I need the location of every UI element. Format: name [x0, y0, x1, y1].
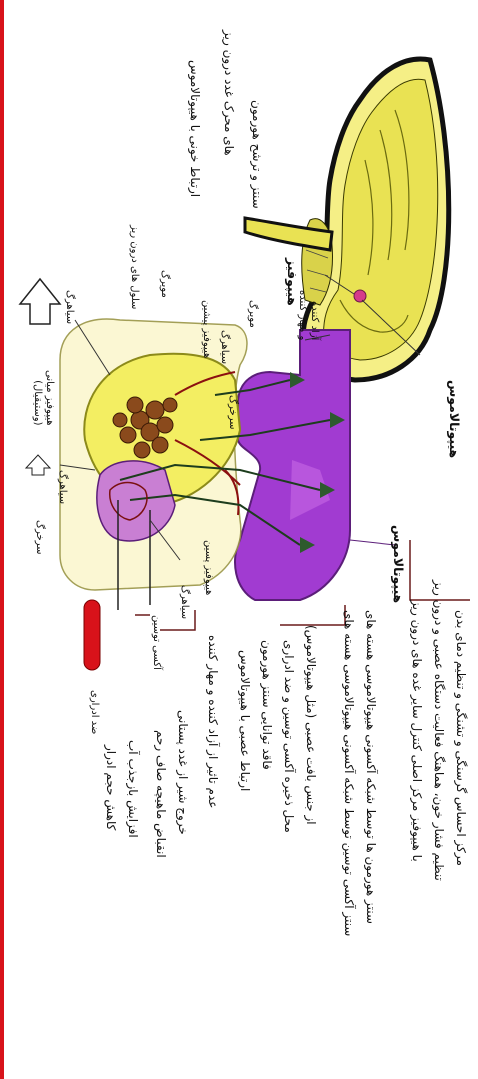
post-note-1: از جنس بافت عصبی (مثل هیپوتالاموس) [304, 625, 318, 825]
effect-2: انقباض ماهیچه صاف رحم [154, 730, 168, 858]
label-vein: سیاهرگ [218, 330, 230, 364]
post-note-5: عدم تاثیر از آزاد کننده و مهار کننده [206, 635, 220, 808]
label-hypothalamus-top: هیپوتالاموس [447, 380, 462, 458]
label-capillary-a: مویرگ [246, 300, 258, 328]
effect-1: خروج شیر از غدد پستانی [176, 710, 190, 835]
anterior-note-1: سنتز و ترشح هورمون [250, 100, 264, 209]
effect-4: کاهش حجم ادرار [104, 745, 118, 830]
label-posterior-pituitary: هیپوفیز پسین [202, 540, 214, 595]
label-artery-b: سرخرگ [33, 520, 45, 555]
hypo-note-3: با هیپوفیز مرکز اصلی کنترل سایر غده های … [410, 600, 424, 862]
hypo-note-1: مرکز احساس گرسنگی و تشنگی و تنظیم دمای ب… [454, 610, 468, 866]
hypo-note-2: تنظیم فشار خون، هماهنگ فعالیت دستگاه عصب… [432, 580, 446, 881]
label-vein-b: سیاهرگ [56, 470, 68, 504]
label-endocrine-cells: سلول های درون ریز [128, 225, 140, 309]
label-releasing-inhibiting: آزاد کننده و مهار کننده [296, 290, 320, 340]
label-vein-c: سیاهرگ [178, 585, 190, 619]
label-artery-a: سرخرگ [226, 395, 238, 430]
anterior-note-2: های محرک غدد درون ریز [222, 30, 236, 156]
red-pipe [84, 600, 100, 670]
small-arrow [26, 455, 50, 475]
hypo-note-4: سنتز هورمون ها توسط شبکه آکسونی هیپوتالا… [364, 610, 378, 924]
anterior-note-3: ارتباط خونی با هیپوتالاموس [188, 60, 202, 197]
hypo-note-5: سنتز آکسی توسین توسط شبکه آکسونی هیپوتال… [342, 610, 356, 936]
post-note-2: محل ذخیره آکسی توسین و ضد ادراری [282, 640, 296, 833]
pituitary-dot [354, 290, 366, 302]
label-vein-bottom: سیاهرگ [63, 290, 75, 324]
label-anterior-pituitary: هیپوفیز پیشین [200, 300, 212, 358]
label-intermediate-pituitary: هیپوفیز میانی (وستیقیال) [31, 370, 55, 426]
post-note-4: ارتباط عصبی با هیپوتالاموس [238, 650, 252, 791]
label-hypothalamus-mid: هیپوتالاموس [391, 525, 406, 603]
label-oxytocin: آکسی توسین [150, 615, 162, 670]
label-antidiuretic: ضد ادراری [88, 690, 100, 734]
label-capillary-b: مویرگ [158, 270, 170, 298]
effect-3: افزایش بازجذب آب [126, 740, 140, 838]
big-arrow [20, 279, 60, 324]
post-note-3: فاقد توانایی سنتز هورمون [260, 640, 274, 770]
